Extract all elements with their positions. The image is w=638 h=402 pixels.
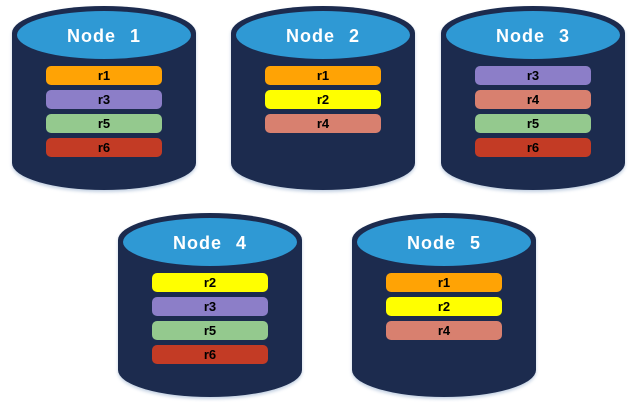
- replica-list: r1 r2 r4: [265, 66, 381, 133]
- node-label: Node 4: [172, 232, 247, 253]
- node-label: Node 2: [285, 25, 360, 46]
- replica-list: r1 r3 r5 r6: [46, 66, 162, 157]
- replica-bar-r6: r6: [152, 345, 268, 364]
- replica-bar-r5: r5: [46, 114, 162, 133]
- database-cylinder-top: Node 3: [445, 10, 621, 60]
- replica-bar-r3: r3: [46, 90, 162, 109]
- database-node-1: Node 1 r1 r3 r5 r6: [12, 6, 196, 190]
- database-cylinder-top: Node 4: [122, 217, 298, 267]
- database-cylinder-top: Node 2: [235, 10, 411, 60]
- replica-bar-r2: r2: [386, 297, 502, 316]
- replica-bar-r4: r4: [265, 114, 381, 133]
- replica-bar-r1: r1: [265, 66, 381, 85]
- replica-bar-r3: r3: [475, 66, 591, 85]
- node-label: Node 1: [66, 25, 141, 46]
- database-cylinder-top: Node 5: [356, 217, 532, 267]
- node-label: Node 5: [406, 232, 481, 253]
- database-cylinder-top: Node 1: [16, 10, 192, 60]
- replica-list: r2 r3 r5 r6: [152, 273, 268, 364]
- database-node-2: Node 2 r1 r2 r4: [231, 6, 415, 190]
- replica-bar-r1: r1: [386, 273, 502, 292]
- replica-bar-r2: r2: [265, 90, 381, 109]
- replica-bar-r6: r6: [475, 138, 591, 157]
- replica-bar-r1: r1: [46, 66, 162, 85]
- replica-list: r1 r2 r4: [386, 273, 502, 340]
- replica-bar-r2: r2: [152, 273, 268, 292]
- replica-bar-r6: r6: [46, 138, 162, 157]
- replica-bar-r4: r4: [475, 90, 591, 109]
- database-node-3: Node 3 r3 r4 r5 r6: [441, 6, 625, 190]
- replica-bar-r3: r3: [152, 297, 268, 316]
- replica-bar-r5: r5: [475, 114, 591, 133]
- replica-bar-r4: r4: [386, 321, 502, 340]
- replica-list: r3 r4 r5 r6: [475, 66, 591, 157]
- replica-bar-r5: r5: [152, 321, 268, 340]
- node-label: Node 3: [495, 25, 570, 46]
- database-node-5: Node 5 r1 r2 r4: [352, 213, 536, 397]
- database-node-4: Node 4 r2 r3 r5 r6: [118, 213, 302, 397]
